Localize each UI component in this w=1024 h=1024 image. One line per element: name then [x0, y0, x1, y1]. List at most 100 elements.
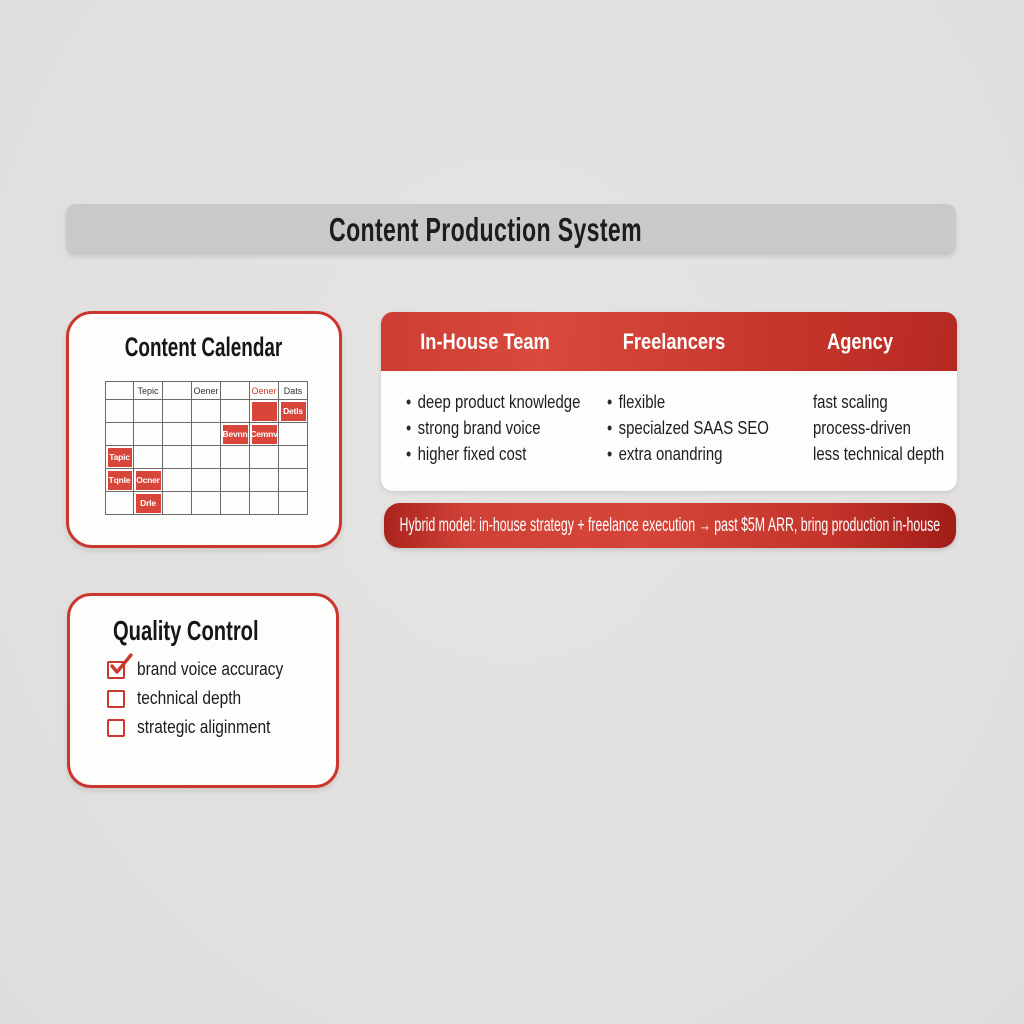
bullet-icon: • — [406, 444, 412, 464]
calendar-column-label: Tepic — [137, 385, 159, 396]
comparison-item: • deep product knowledge — [406, 389, 616, 415]
comparison-item: •flexible — [607, 389, 802, 415]
comparison-column-list-1: •flexible•specialzed SAAS SEO•extra onan… — [607, 389, 802, 467]
calendar-highlight-cell: Tapic — [107, 447, 132, 467]
comparison-item: •less technical depth — [813, 441, 971, 467]
calendar-cell-r4c4 — [221, 469, 250, 492]
comparison-body: •deep product knowledge•strong brand voi… — [381, 371, 957, 491]
calendar-cell-r1c4 — [221, 400, 250, 423]
bullet-icon: • — [607, 392, 613, 412]
calendar-column-label: Oener — [251, 385, 277, 396]
comparison-column-header-label: Agency — [827, 328, 893, 354]
calendar-highlight-cell — [251, 401, 277, 421]
title-banner: Content Production System — [66, 204, 956, 255]
quality-checklist-label: brand voice accuracy — [137, 659, 284, 679]
calendar-cell-r0c4 — [221, 381, 250, 400]
calendar-column-label: Dats — [283, 385, 303, 396]
calendar-cell-r3c4 — [221, 446, 250, 469]
calendar-cell-r4c2 — [163, 469, 192, 492]
calendar-cell-r0c3: Oener — [192, 381, 221, 400]
calendar-cell-r3c3 — [192, 446, 221, 469]
comparison-column-header-label: In-House Team — [420, 328, 550, 354]
hybrid-model-banner: Hybrid model: in-house strategy + freela… — [384, 503, 956, 548]
calendar-cell-r4c5 — [250, 469, 279, 492]
calendar-column-label: Oener — [193, 385, 219, 396]
comparison-item: •fast scaling — [813, 389, 971, 415]
calendar-cell-r2c0 — [105, 423, 134, 446]
calendar-cell-r1c1 — [134, 400, 163, 423]
calendar-cell-r5c3 — [192, 492, 221, 515]
calendar-highlight-cell: Drle — [135, 493, 161, 513]
comparison-item: •process-driven — [813, 415, 971, 441]
comparison-item-label: flexible — [618, 392, 666, 412]
calendar-cell-r3c2 — [163, 446, 192, 469]
comparison-item-label: process-driven — [813, 418, 911, 438]
checkbox-unchecked-icon — [107, 719, 125, 737]
comparison-item-label: extra onandring — [618, 444, 723, 464]
bullet-icon: • — [607, 418, 613, 438]
calendar-cell-r2c3 — [192, 423, 221, 446]
comparison-item-label: specialzed SAAS SEO — [618, 418, 769, 438]
checkmark-icon — [110, 653, 133, 674]
quality-checklist-label: technical depth — [137, 688, 242, 708]
calendar-cell-r4c6 — [279, 469, 308, 492]
calendar-cell-r4c0: Tqnle — [105, 469, 134, 492]
calendar-cell-r3c6 — [279, 446, 308, 469]
calendar-cell-r2c2 — [163, 423, 192, 446]
calendar-cell-r3c0: Tapic — [105, 446, 134, 469]
calendar-cell-r5c0 — [105, 492, 134, 515]
comparison-column-header-label: Freelancers — [622, 328, 726, 354]
calendar-cell-r2c5: Cemnv — [250, 423, 279, 446]
calendar-cell-r1c2 — [163, 400, 192, 423]
comparison-item-label: less technical depth — [813, 444, 945, 464]
calendar-cell-r3c5 — [250, 446, 279, 469]
page-title: Content Production System — [329, 210, 643, 248]
calendar-cell-r5c1: Drle — [134, 492, 163, 515]
comparison-column-list-2: •fast scaling•process-driven•less techni… — [813, 389, 971, 467]
calendar-cell-r2c4: Bevnn — [221, 423, 250, 446]
calendar-cell-r2c6 — [279, 423, 308, 446]
calendar-cell-r0c2 — [163, 381, 192, 400]
comparison-item: •higher fixed cost — [406, 441, 616, 467]
comparison-header-row: In-House Team Freelancers Agency — [381, 312, 957, 371]
calendar-cell-r0c0 — [105, 381, 134, 400]
calendar-highlight-cell: Cemnv — [250, 424, 278, 444]
comparison-column-list-0: •deep product knowledge•strong brand voi… — [406, 389, 616, 467]
calendar-cell-r1c6: Detls — [279, 400, 308, 423]
calendar-cell-r4c1: Ocner — [134, 469, 163, 492]
calendar-cell-r5c2 — [163, 492, 192, 515]
bullet-icon: • — [406, 418, 412, 438]
comparison-item-label: fast scaling — [813, 392, 888, 412]
hybrid-model-text: Hybrid model: in-house strategy + freela… — [399, 514, 941, 536]
calendar-cell-r3c1 — [134, 446, 163, 469]
quality-card-title: Quality Control — [113, 615, 259, 646]
comparison-column-header-2: Agency — [820, 312, 899, 371]
calendar-highlight-cell: Bevnn — [222, 424, 248, 444]
calendar-cell-r5c5 — [250, 492, 279, 515]
comparison-item: •extra onandring — [607, 441, 802, 467]
quality-checklist-label: strategic aliginment — [137, 717, 271, 737]
calendar-highlight-cell: Ocner — [135, 470, 161, 490]
comparison-item: •specialzed SAAS SEO — [607, 415, 802, 441]
comparison-item: •strong brand voice — [406, 415, 616, 441]
calendar-cell-r5c6 — [279, 492, 308, 515]
calendar-cell-r1c5 — [250, 400, 279, 423]
calendar-cell-r5c4 — [221, 492, 250, 515]
calendar-cell-r2c1 — [134, 423, 163, 446]
bullet-icon: • — [607, 444, 613, 464]
checkbox-unchecked-icon — [107, 690, 125, 708]
comparison-item-label: strong brand voice — [417, 418, 541, 438]
calendar-cell-r0c6: Dats — [279, 381, 308, 400]
comparison-column-header-0: In-House Team — [407, 312, 563, 371]
calendar-cell-r0c1: Tepic — [134, 381, 163, 400]
calendar-cell-r4c3 — [192, 469, 221, 492]
calendar-cell-r1c3 — [192, 400, 221, 423]
comparison-item-label: deep product knowledge — [417, 392, 581, 412]
calendar-highlight-cell: Tqnle — [107, 470, 132, 490]
calendar-cell-r0c5: Oener — [250, 381, 279, 400]
comparison-item-label: higher fixed cost — [417, 444, 527, 464]
